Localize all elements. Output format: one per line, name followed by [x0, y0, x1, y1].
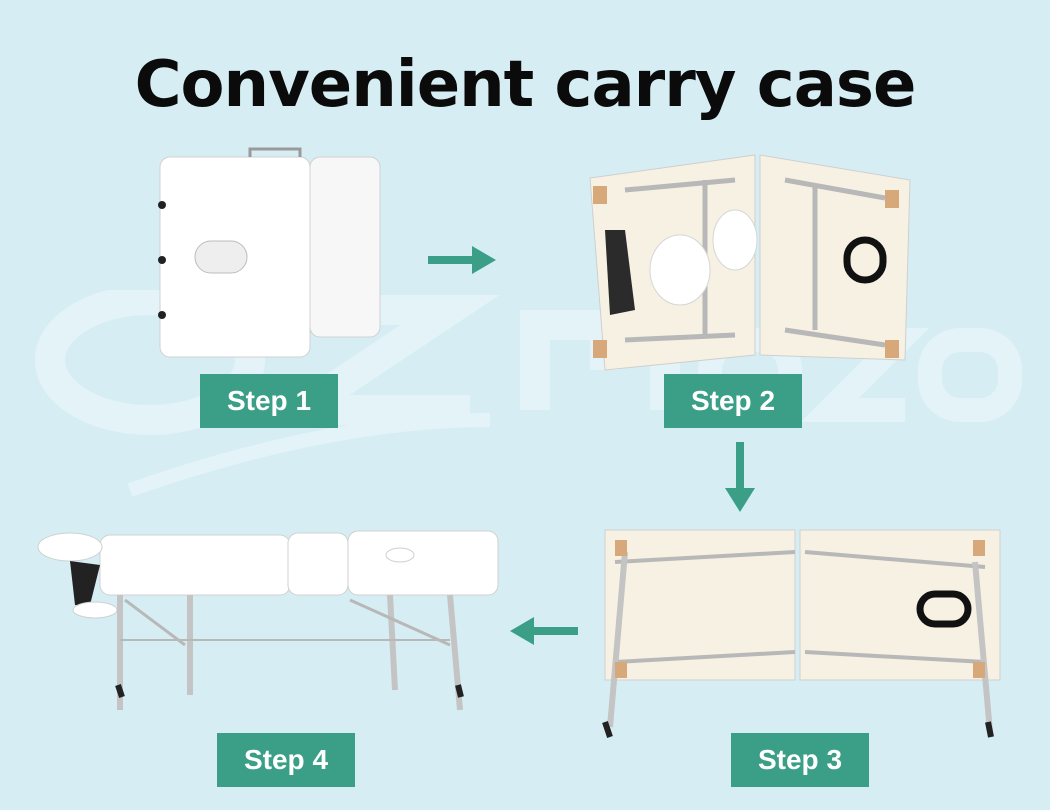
step-2-badge: Step 2 — [664, 374, 802, 428]
page-title: Convenient carry case — [134, 48, 917, 122]
table-underside-image — [602, 529, 1001, 738]
arrow-right-icon — [428, 246, 496, 274]
arrow-down-icon — [725, 442, 755, 512]
opened-case-image — [589, 154, 911, 371]
massage-table-image — [37, 530, 499, 711]
step-1-badge: Step 1 — [200, 374, 338, 428]
step-3-badge: Step 3 — [731, 733, 869, 787]
arrow-left-icon — [510, 617, 578, 645]
folded-case-image — [158, 147, 381, 358]
step-4-badge: Step 4 — [217, 733, 355, 787]
